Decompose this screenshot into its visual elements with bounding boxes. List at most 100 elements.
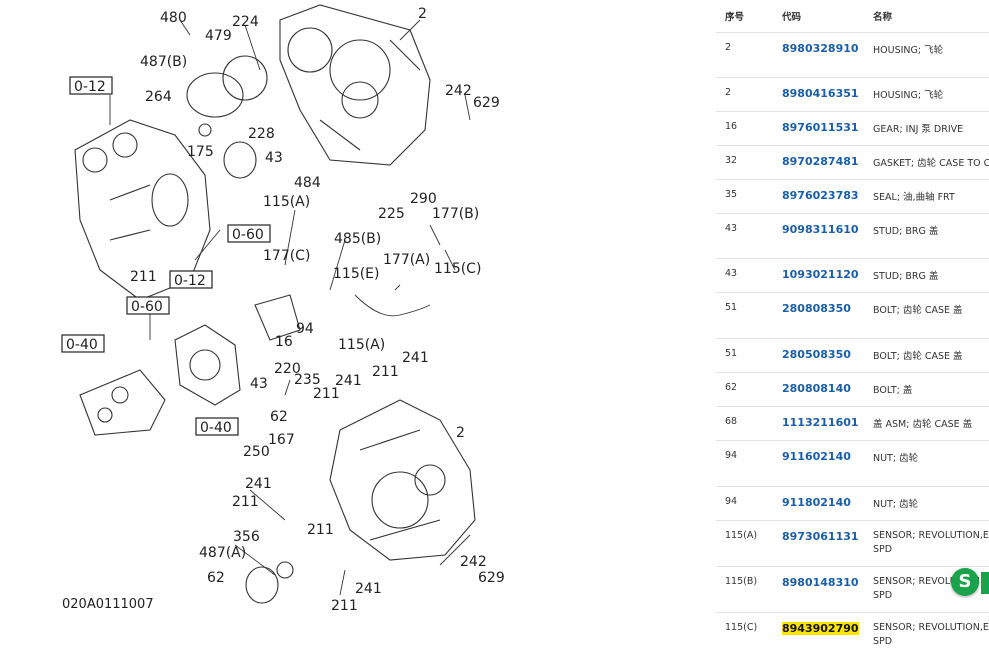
- callout-label: 43: [265, 150, 283, 166]
- row-name-line: STUD; BRG 盖: [873, 271, 939, 282]
- part-code-link[interactable]: 8980328910: [773, 32, 864, 78]
- row-seq: 43: [716, 258, 773, 293]
- part-code-link[interactable]: 1113211601: [773, 406, 864, 441]
- callout-label: 264: [145, 89, 172, 105]
- part-code-link[interactable]: 8980148310: [773, 566, 864, 613]
- part-code-link[interactable]: 280808350: [773, 292, 864, 339]
- row-name-line: HOUSING; 飞轮: [873, 45, 944, 56]
- callout-labels: 480 224 2 479 487(B) 264 228 175 43 484 …: [130, 6, 505, 614]
- part-code-link[interactable]: 8976023783: [773, 179, 864, 214]
- part-code-text[interactable]: 1113211601: [782, 416, 859, 429]
- part-code-link[interactable]: 911802140: [773, 486, 864, 521]
- part-code-link[interactable]: 280508350: [773, 338, 864, 373]
- part-code-text[interactable]: 8980148310: [782, 576, 859, 589]
- ref-box: [69, 76, 113, 95]
- row-name-line: STUD; BRG 盖: [873, 226, 939, 237]
- row-name-line: GEAR; INJ 泵 DRIVE: [873, 124, 964, 135]
- row-name: BOLT; 齿轮 CASE 盖: [864, 292, 989, 339]
- part-code-text[interactable]: 280808140: [782, 382, 851, 395]
- floating-toolbar-tab[interactable]: [981, 572, 989, 594]
- row-name: NUT; 齿轮: [864, 440, 989, 487]
- gear-case-cover-drawing: [174, 294, 301, 406]
- row-name: BOLT; 盖: [864, 372, 989, 407]
- part-code-text[interactable]: 9098311610: [782, 223, 859, 236]
- ref-box-label: 0-60: [232, 227, 264, 243]
- part-code-text[interactable]: 8970287481: [782, 155, 859, 168]
- part-code-link[interactable]: 8973061131: [773, 520, 864, 567]
- table-row[interactable]: 2 8980416351 HOUSING; 飞轮: [716, 77, 989, 112]
- part-code-link[interactable]: 8970287481: [773, 145, 864, 180]
- part-code-text[interactable]: 911802140: [782, 496, 851, 509]
- callout-label: 211: [372, 364, 399, 380]
- table-row[interactable]: 68 1113211601 盖 ASM; 齿轮 CASE 盖: [716, 406, 989, 441]
- callout-label: 62: [207, 570, 225, 586]
- row-name: GEAR; INJ 泵 DRIVE: [864, 111, 989, 146]
- part-code-text[interactable]: 8976023783: [782, 189, 859, 202]
- row-name: BOLT; 齿轮 CASE 盖: [864, 338, 989, 373]
- part-code-text[interactable]: 8976011531: [782, 121, 859, 134]
- callout-label: 241: [355, 581, 382, 597]
- sogou-s-icon[interactable]: S: [951, 568, 979, 596]
- callout-label: 115(E): [333, 266, 380, 282]
- part-code-link[interactable]: 911602140: [773, 440, 864, 487]
- part-code-text[interactable]: 8973061131: [782, 530, 859, 543]
- part-code-text[interactable]: 8980416351: [782, 87, 859, 100]
- row-name: HOUSING; 飞轮: [864, 77, 989, 112]
- callout-label: 177(C): [263, 248, 310, 264]
- callout-label: 487(A): [199, 545, 246, 561]
- diagram-code: 020A0111007: [62, 597, 154, 612]
- row-seq: 2: [716, 77, 773, 112]
- part-code-link[interactable]: 9098311610: [773, 213, 864, 259]
- row-name: HOUSING; 飞轮: [864, 32, 989, 78]
- part-code-link[interactable]: 8980416351: [773, 77, 864, 112]
- callout-label: 177(A): [383, 252, 430, 268]
- row-name-line: BOLT; 齿轮 CASE 盖: [873, 351, 963, 362]
- callout-label: 211: [232, 494, 259, 510]
- part-code-text[interactable]: 1093021120: [782, 268, 859, 281]
- callout-label: 2: [418, 6, 427, 22]
- callout-label: 242: [460, 554, 487, 570]
- part-code-text[interactable]: 911602140: [782, 450, 851, 463]
- flywheel-housing-bottom-drawing: [329, 399, 476, 561]
- part-code-link[interactable]: 280808140: [773, 372, 864, 407]
- callout-label: 62: [270, 409, 288, 425]
- row-seq: 115(C): [716, 612, 773, 650]
- callout-label: 356: [233, 529, 260, 545]
- table-row[interactable]: 62 280808140 BOLT; 盖: [716, 372, 989, 407]
- parts-diagram: 0-12 0-60 0-12 0-60 0-40 0-40 480 224 2 …: [61, 4, 505, 614]
- row-name-line: SEAL; 油,曲轴 FRT: [873, 192, 955, 203]
- row-name-line: SPD: [873, 544, 893, 555]
- part-code-text[interactable]: 8943902790: [782, 622, 859, 635]
- part-code-text[interactable]: 8980328910: [782, 42, 859, 55]
- part-code-link[interactable]: 8943902790: [773, 612, 864, 650]
- row-name-line: HOUSING; 飞轮: [873, 90, 944, 101]
- row-seq: 62: [716, 372, 773, 407]
- row-name-line: 盖 ASM; 齿轮 CASE 盖: [873, 419, 973, 430]
- part-code-text[interactable]: 280508350: [782, 348, 851, 361]
- table-row[interactable]: 43 1093021120 STUD; BRG 盖: [716, 258, 989, 293]
- cover-487a-drawing: [245, 561, 294, 604]
- callout-label: 220: [274, 361, 301, 377]
- callout-label: 629: [473, 95, 500, 111]
- part-code-link[interactable]: 8976011531: [773, 111, 864, 146]
- callout-label: 115(A): [338, 337, 385, 353]
- part-code-text[interactable]: 280808350: [782, 302, 851, 315]
- ref-box-label: 0-40: [66, 337, 98, 353]
- part-code-link[interactable]: 1093021120: [773, 258, 864, 293]
- row-seq: 94: [716, 486, 773, 521]
- row-name-line: GASKET; 齿轮 CASE TO C/BL: [873, 158, 989, 169]
- row-seq: 68: [716, 406, 773, 441]
- callout-label: 177(B): [432, 206, 479, 222]
